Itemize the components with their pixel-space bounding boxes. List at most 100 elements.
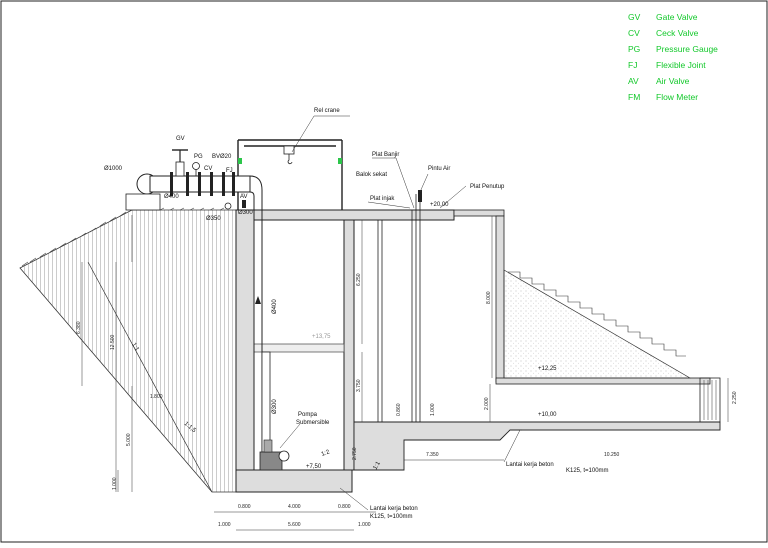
reservoir-slope	[503, 269, 692, 379]
dim-0800-left: 0.800	[238, 504, 251, 510]
dim-1800: 1.800	[150, 394, 163, 400]
dim-6380: 6.380	[76, 321, 82, 334]
label-pg: PG	[194, 154, 203, 160]
reservoir-left-wall	[495, 215, 505, 383]
slope-steps	[508, 271, 686, 357]
well-left-wall	[235, 209, 255, 493]
dim-2250: 2.250	[732, 391, 738, 404]
small-gauge-icon	[224, 202, 232, 210]
well-top-slab	[253, 209, 455, 221]
crane-marker-left	[238, 158, 242, 164]
label-plat-injak: Plat injak	[370, 196, 395, 202]
label-el-20: +20,00	[430, 202, 449, 208]
legend-label: Flow Meter	[656, 92, 698, 102]
legend-code: FJ	[628, 60, 637, 70]
dim-1000-vertical: 1.000	[112, 477, 118, 490]
label-balok-sekat: Balok sekat	[356, 172, 387, 178]
dim-0800-right: 0.800	[338, 504, 351, 510]
dim-2750: 2.750	[352, 447, 358, 460]
dim-0860: 0.860	[396, 403, 402, 416]
label-d1000: Ø1000	[104, 166, 123, 172]
label-fj: FJ	[226, 168, 233, 174]
well-bottom-slab	[235, 469, 353, 493]
pressure-gauge-icon	[192, 162, 200, 170]
label-bv: BVØ20	[212, 154, 232, 160]
dim-3750: 3.750	[356, 379, 362, 392]
dim-12500: 12.500	[110, 334, 116, 350]
riser-pipe	[261, 351, 271, 453]
label-d400-top: Ø400	[164, 194, 179, 200]
dimension-lines	[81, 216, 729, 531]
dim-1000-left: 1.000	[218, 522, 231, 528]
dim-4000: 4.000	[288, 504, 301, 510]
label-d300-vertical: Ø300	[272, 399, 278, 414]
crane-marker-right	[338, 158, 342, 164]
label-lantai-kerja-1: Lantai kerja beton	[370, 506, 418, 512]
legend-code: CV	[628, 28, 640, 38]
dim-5600: 5.600	[288, 522, 301, 528]
label-slope-1-1: 1:1	[130, 342, 140, 353]
label-av: AV	[240, 194, 248, 200]
label-lantai-kerja-2: Lantai kerja beton	[506, 462, 554, 468]
legend-code: FM	[628, 92, 640, 102]
hook-icon	[287, 154, 293, 165]
legend-label: Air Valve	[656, 76, 690, 86]
label-lantai-kerja-2b: K125, t=100mm	[566, 468, 609, 474]
channel-end	[699, 377, 721, 423]
dim-2000: 2.000	[484, 397, 490, 410]
flow-arrow-icon	[255, 296, 261, 304]
dim-6250: 6.250	[356, 273, 362, 286]
dim-5000: 5.000	[126, 433, 132, 446]
label-el-1225: +12,25	[538, 366, 557, 372]
dim-10250: 10.250	[604, 452, 620, 458]
legend-label: Gate Valve	[656, 12, 698, 22]
label-slope-1-2: 1:2	[321, 449, 332, 458]
left-embankment	[19, 209, 237, 493]
well-right-wall	[343, 209, 355, 471]
label-cv: CV	[204, 166, 212, 172]
label-plat-banjir: Plat Banjir	[372, 152, 399, 158]
label-el-10: +10,00	[538, 412, 557, 418]
plat-penutup	[453, 209, 505, 217]
label-el-1375: +13,75	[312, 334, 331, 340]
legend-label: Flexible Joint	[656, 60, 706, 70]
dim-8000: 8.000	[486, 291, 492, 304]
pipe-support	[125, 193, 161, 211]
label-el-750: +7,50	[306, 464, 322, 470]
inner-beam	[253, 343, 345, 353]
dim-1000-right: 1.000	[358, 522, 371, 528]
leader-lines	[279, 115, 521, 511]
legend-code: GV	[628, 12, 641, 22]
legend-code: AV	[628, 76, 639, 86]
discharge-piping	[125, 149, 271, 470]
label-d400-vertical: Ø400	[272, 299, 278, 314]
label-rel-crane: Rel crane	[314, 108, 340, 114]
label-lantai-kerja-1b: K125, t=100mm	[370, 514, 413, 520]
label-gv: GV	[176, 136, 185, 142]
label-pintu-air: Pintu Air	[428, 166, 450, 172]
label-d350: Ø350	[206, 216, 221, 222]
hoist-icon	[283, 145, 295, 155]
channel-slab	[353, 421, 721, 471]
label-slope-1-1b: 1:1	[373, 460, 383, 471]
submersible-pump-icon	[259, 439, 290, 471]
legend-label: Ceck Valve	[656, 28, 699, 38]
legend-code: PG	[628, 44, 640, 54]
excavation-line	[87, 261, 213, 493]
pintu-air-icon	[418, 190, 422, 202]
label-pompa: Pompa	[298, 412, 318, 418]
label-submersible: Submersible	[296, 420, 330, 426]
label-plat-penutup: Plat Penutup	[470, 184, 505, 190]
reservoir-floor	[495, 377, 711, 385]
dim-7350: 7.350	[426, 452, 439, 458]
dim-1000-bottom: 1.000	[430, 403, 436, 416]
gate-structure	[354, 194, 454, 422]
channel-end-hatch	[703, 380, 717, 420]
legend-label: Pressure Gauge	[656, 44, 718, 54]
air-valve-icon	[242, 200, 246, 208]
label-d300-small: Ø300	[238, 210, 253, 216]
